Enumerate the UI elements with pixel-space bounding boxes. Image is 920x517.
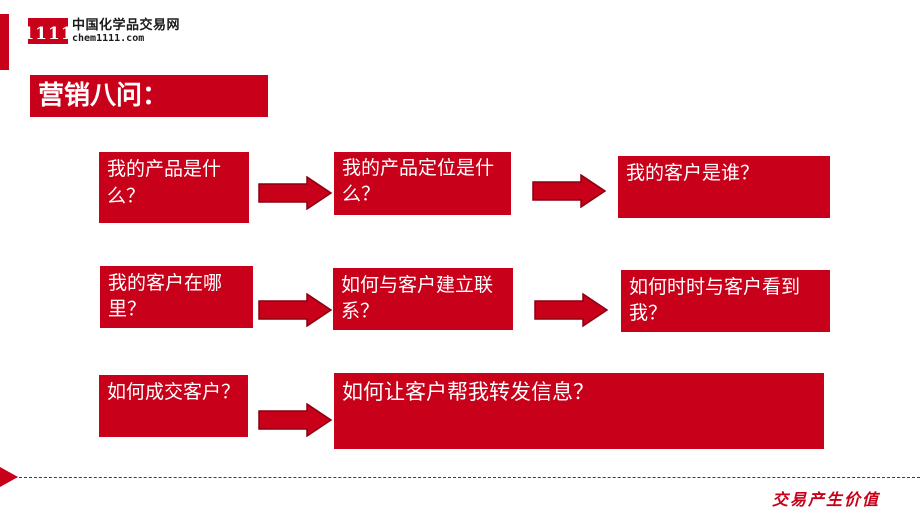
question-box-8: 如何让客户帮我转发信息？ [334, 373, 824, 449]
question-box-3: 我的客户是谁？ [618, 156, 830, 218]
question-box-6: 如何时时与客户看到我？ [621, 270, 830, 332]
question-box-2: 我的产品定位是什么？ [334, 152, 511, 215]
question-box-4: 我的客户在哪里？ [100, 266, 253, 328]
arrow-right-icon [258, 403, 333, 437]
logo-chinese-name: 中国化学品交易网 [72, 17, 181, 33]
arrow-right-icon [534, 293, 609, 327]
slogan: 交易产生价值 [771, 490, 880, 509]
question-box-5: 如何与客户建立联系？ [333, 268, 513, 330]
logo-domain: chem1111.com [72, 32, 145, 44]
question-box-1: 我的产品是什么？ [99, 152, 249, 223]
logo-badge: 1111 [22, 18, 73, 44]
bottom-divider [14, 477, 920, 478]
bottom-triangle-icon [0, 467, 18, 487]
arrow-right-icon [258, 176, 333, 210]
question-box-7: 如何成交客户？ [99, 375, 248, 437]
logo: 1111 中国化学品交易网 chem1111.com [22, 17, 181, 44]
arrow-right-icon [258, 293, 333, 327]
left-accent-bar [0, 14, 9, 70]
arrow-right-icon [532, 174, 607, 208]
slide-title: 营销八问： [30, 75, 268, 117]
